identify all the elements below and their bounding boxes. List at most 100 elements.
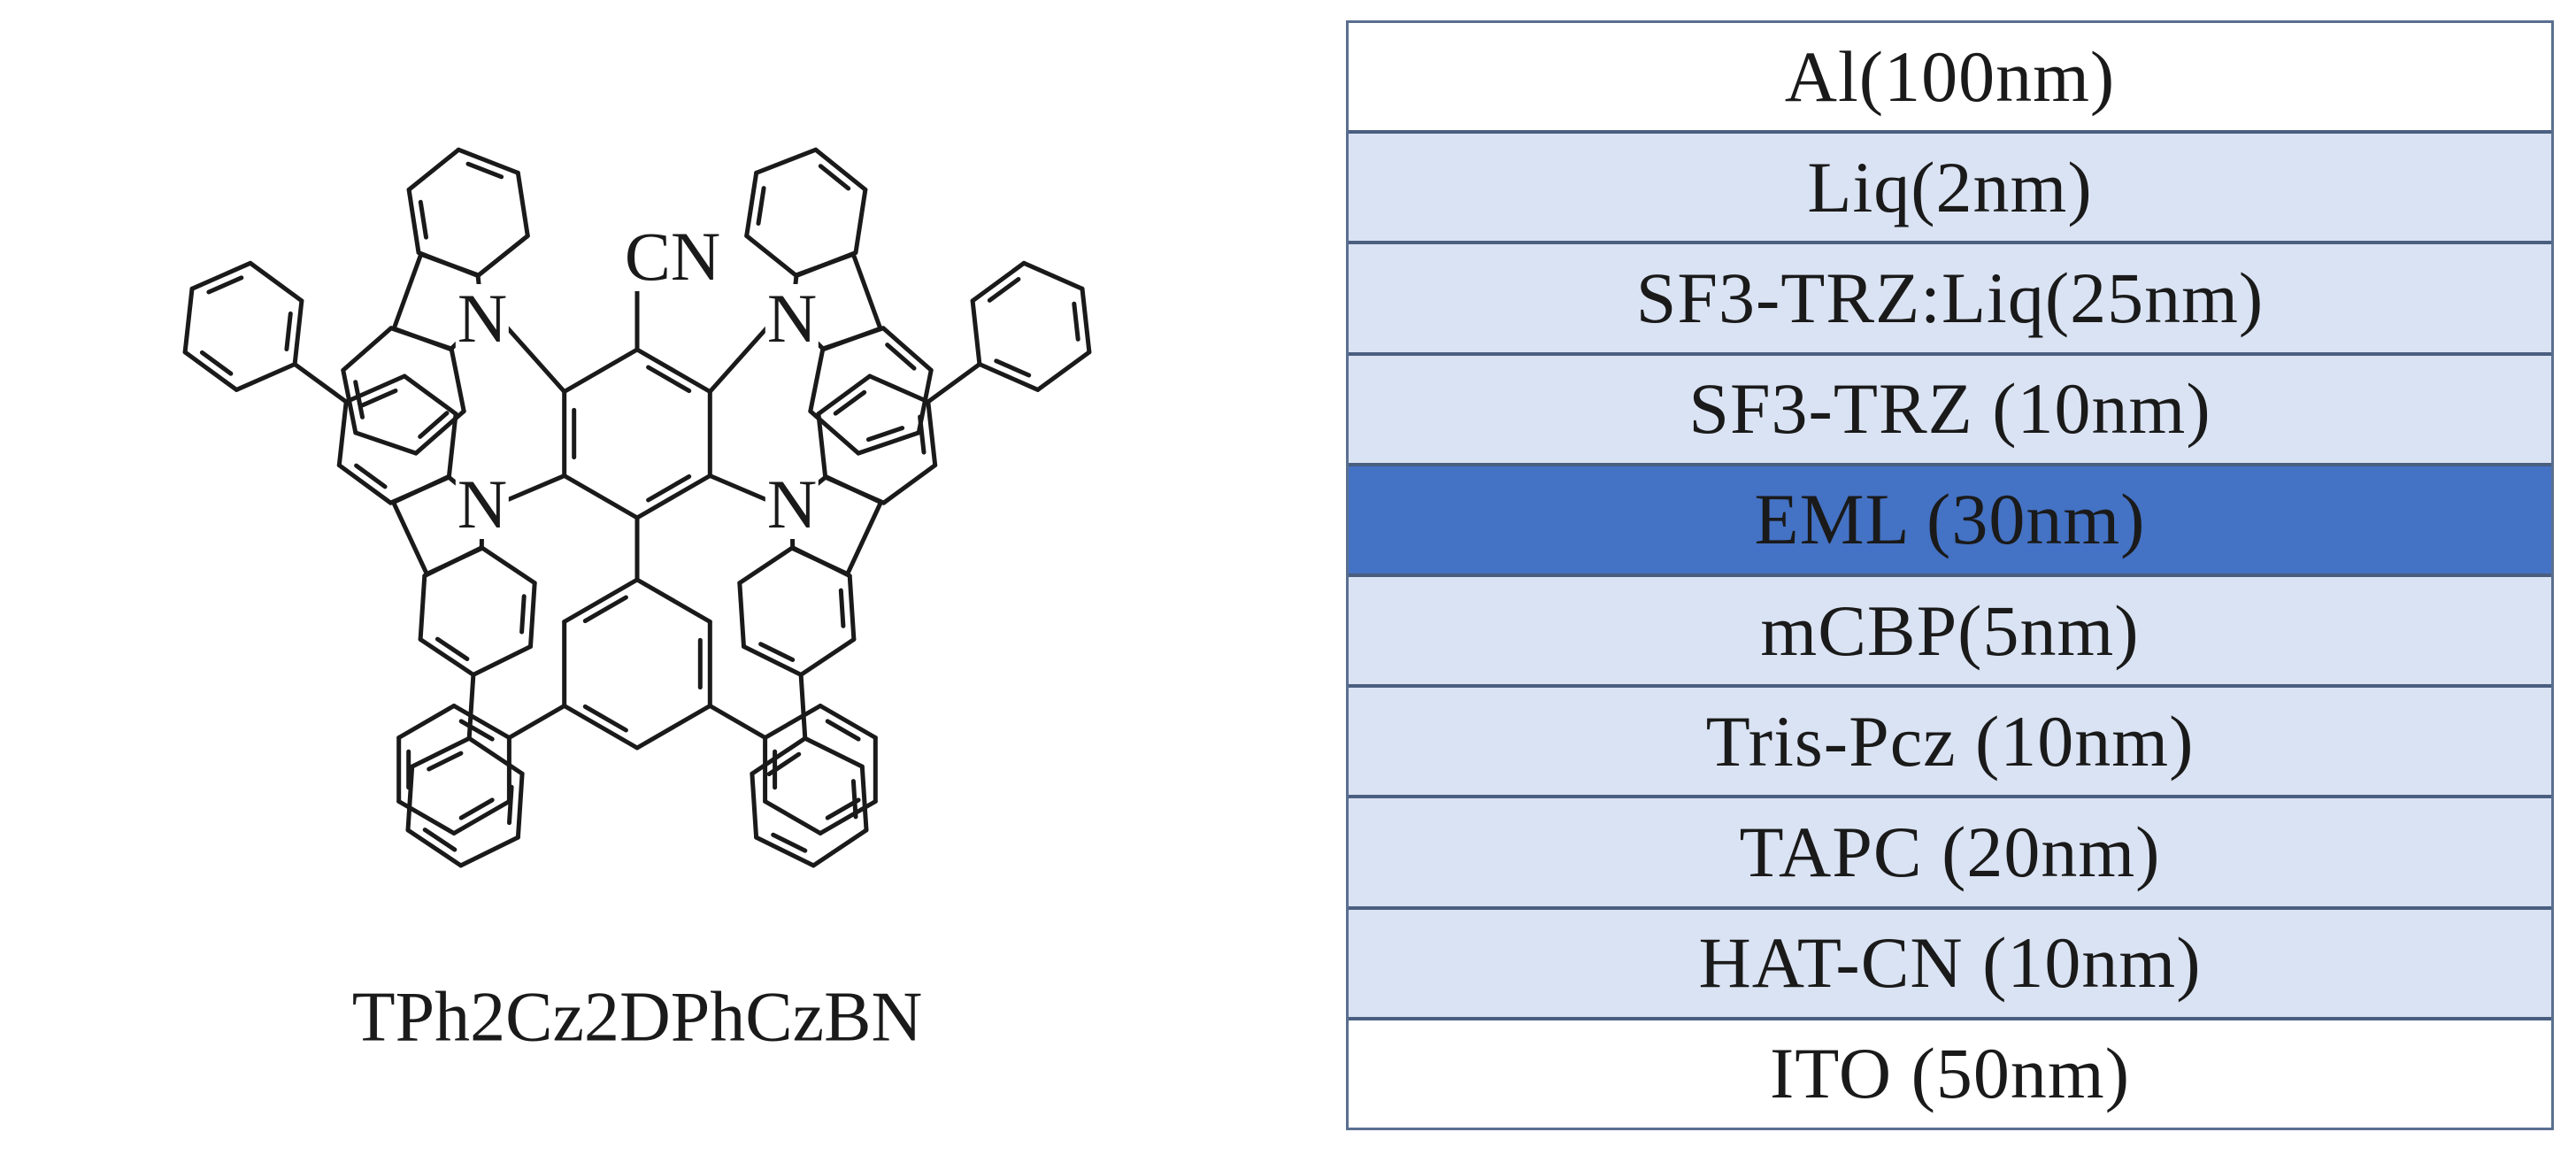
ring-bond bbox=[820, 326, 886, 351]
c-n-bond bbox=[707, 474, 770, 503]
ring-bond bbox=[744, 170, 759, 238]
double-bond-inner bbox=[756, 186, 766, 226]
ring-bond bbox=[790, 545, 852, 579]
double-bond-inner bbox=[818, 164, 851, 191]
ring-bond bbox=[867, 373, 931, 404]
ring-bond bbox=[737, 581, 746, 649]
ring-bond bbox=[182, 286, 195, 355]
ring-bond bbox=[856, 430, 921, 456]
ring-bond bbox=[816, 373, 873, 417]
ring-bond bbox=[823, 474, 887, 505]
double-bond-inner bbox=[199, 350, 234, 376]
double-bond-inner bbox=[918, 414, 927, 455]
double-bond-inner bbox=[418, 199, 428, 240]
ring-bond bbox=[396, 704, 457, 740]
ring-bond bbox=[737, 545, 796, 586]
double-bond-inner bbox=[987, 277, 1021, 303]
ring-bond bbox=[763, 799, 823, 835]
double-bond-inner bbox=[422, 828, 458, 852]
ring-bond bbox=[405, 828, 464, 868]
ring-bond bbox=[336, 399, 349, 468]
ring-bond bbox=[248, 260, 304, 304]
ring-bond bbox=[818, 799, 878, 835]
ring-bond bbox=[396, 799, 457, 835]
ring-bond bbox=[1021, 260, 1085, 291]
double-bond-inner bbox=[458, 719, 495, 742]
double-bond-inner bbox=[284, 311, 293, 351]
ring-bond bbox=[410, 735, 472, 769]
carbazole-bond bbox=[391, 500, 429, 576]
ring-bond bbox=[562, 474, 640, 520]
c-n-bond bbox=[707, 325, 770, 394]
ring-bond bbox=[798, 636, 857, 677]
ring-bond bbox=[189, 260, 253, 291]
ring-bond bbox=[446, 412, 458, 480]
c-n-bond bbox=[504, 474, 567, 503]
ring-bond bbox=[859, 764, 869, 833]
double-bond-inner bbox=[582, 704, 628, 733]
ring-bond bbox=[926, 399, 938, 468]
ring-bond bbox=[418, 574, 427, 642]
substituent-bond bbox=[292, 362, 349, 404]
ring-bond bbox=[744, 234, 799, 278]
ring-bond bbox=[406, 147, 461, 192]
device-layer: SF3-TRZ:Liq(25nm) bbox=[1349, 244, 2551, 356]
ring-bond bbox=[794, 250, 858, 278]
ring-bond bbox=[742, 644, 804, 677]
double-bond-inner bbox=[1072, 301, 1080, 342]
ring-bond bbox=[515, 771, 525, 840]
double-bond-inner bbox=[771, 832, 808, 853]
ring-bond bbox=[451, 799, 511, 835]
ring-bond bbox=[818, 704, 878, 740]
ring-bond bbox=[847, 574, 857, 642]
ring-bond bbox=[562, 347, 640, 394]
double-bond-inner bbox=[427, 751, 464, 772]
double-bond-inner bbox=[519, 594, 527, 635]
ring-bond bbox=[811, 828, 869, 868]
ring-bond bbox=[341, 326, 394, 373]
ring-bond bbox=[803, 735, 865, 769]
ring-bond bbox=[750, 735, 808, 776]
double-bond-inner bbox=[360, 389, 398, 408]
ring-bond bbox=[880, 326, 934, 373]
double-bond-inner bbox=[206, 275, 244, 295]
ring-bond bbox=[515, 170, 530, 238]
ring-bond bbox=[416, 250, 481, 278]
atom-label-n-top-right: N bbox=[765, 280, 819, 357]
compound-name: TPh2Cz2DPhCzBN bbox=[351, 978, 923, 1057]
double-bond-inner bbox=[582, 595, 628, 624]
ring-bond bbox=[456, 147, 520, 175]
double-bond-inner bbox=[833, 389, 867, 416]
ring-bond bbox=[816, 412, 828, 480]
ring-bond bbox=[406, 187, 421, 255]
double-bond-inner bbox=[646, 474, 692, 503]
ring-bond bbox=[754, 147, 819, 175]
ring-bond bbox=[449, 346, 466, 414]
c-n-bond bbox=[504, 325, 567, 394]
ring-bond bbox=[813, 147, 868, 192]
substituent-bond bbox=[926, 362, 982, 404]
double-bond-inner bbox=[354, 463, 388, 489]
substituent-bond bbox=[798, 672, 808, 741]
ring-bond bbox=[475, 234, 530, 278]
device-layer: Liq(2nm) bbox=[1349, 134, 2551, 245]
device-layer: Tris-Pcz (10nm) bbox=[1349, 688, 2551, 799]
double-bond-inner bbox=[758, 642, 796, 662]
ring-bond bbox=[466, 735, 525, 776]
ring-bond bbox=[292, 298, 304, 366]
ring-bond bbox=[970, 260, 1027, 304]
device-layer: Al(100nm) bbox=[1349, 23, 2551, 135]
atom-label-n-mid-left: N bbox=[455, 466, 510, 543]
device-layer: ITO (50nm) bbox=[1349, 1020, 2551, 1128]
carbazole-bond bbox=[845, 500, 883, 576]
ring-bond bbox=[1035, 350, 1092, 392]
ring-bond bbox=[388, 474, 451, 505]
ring-bond bbox=[754, 835, 816, 868]
ring-bond bbox=[422, 545, 484, 579]
ring-bond bbox=[182, 350, 239, 392]
ring-bond bbox=[634, 347, 712, 394]
substituent-bond bbox=[506, 704, 567, 740]
ring-bond bbox=[343, 373, 407, 404]
device-layer: TAPC (20nm) bbox=[1349, 798, 2551, 910]
double-bond-inner bbox=[825, 797, 861, 820]
